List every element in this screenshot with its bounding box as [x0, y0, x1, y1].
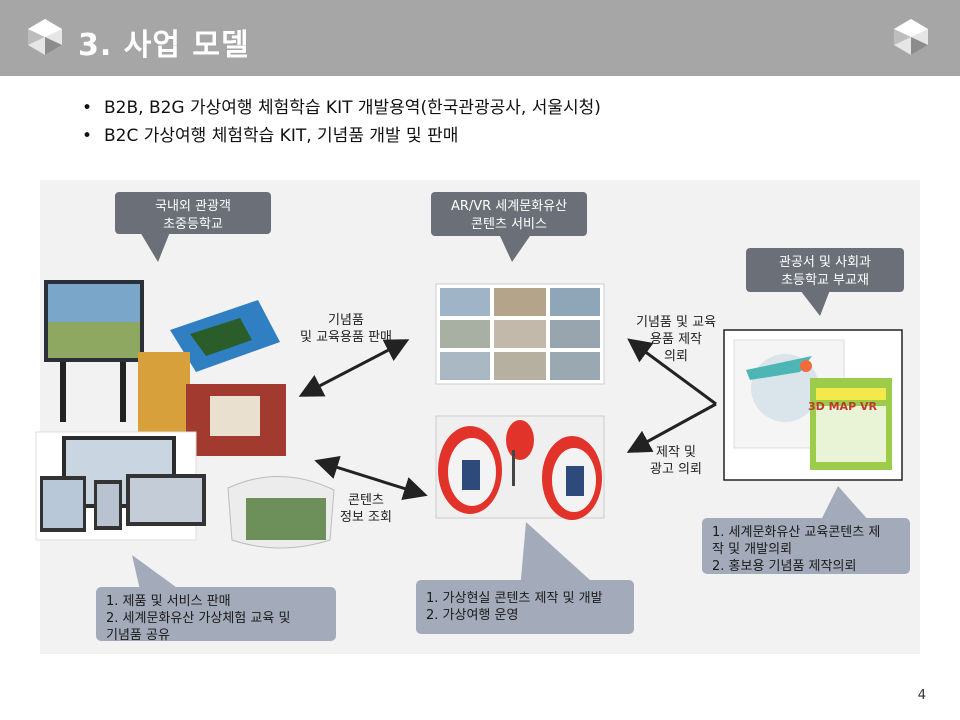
label-line: 및 교육용품 판매 — [300, 330, 392, 345]
callout-tail-public — [800, 290, 830, 316]
note-line: 2. 홍보용 기념품 제작의뢰 — [712, 559, 857, 574]
arrow-sell — [298, 339, 410, 397]
note-line: 기념품 공유 — [106, 628, 170, 643]
callout-line: 콘텐츠 서비스 — [471, 217, 547, 232]
note-line: 1. 제품 및 서비스 판매 — [106, 594, 231, 609]
label-line: 콘텐츠 — [348, 493, 384, 508]
note-right: 1. 세계문화유산 교육콘텐츠 제 작 및 개발의뢰 2. 홍보용 기념품 제작… — [702, 518, 910, 574]
callout-line: AR/VR 세계문화유산 — [450, 199, 568, 214]
note-line: 작 및 개발의뢰 — [712, 542, 793, 557]
note-left: 1. 제품 및 서비스 판매 2. 세계문화유산 가상체험 교육 및 기념품 공… — [96, 587, 336, 643]
bullet-item: B2C 가상여행 체험학습 KIT, 기념품 개발 및 판매 — [82, 122, 601, 150]
heritage-photo-grid-icon — [435, 283, 605, 385]
note-tail-center — [520, 522, 590, 590]
label-sell: 기념품 및 교육용품 판매 — [300, 312, 392, 346]
callout-line: 초중등학교 — [163, 217, 223, 232]
label-line: 광고 의뢰 — [650, 462, 702, 477]
label-line: 제작 및 — [655, 445, 696, 460]
bullet-item: B2B, B2G 가상여행 체험학습 KIT 개발용역(한국관광공사, 서울시청… — [82, 94, 601, 122]
bullet-list: B2B, B2G 가상여행 체험학습 KIT 개발용역(한국관광공사, 서울시청… — [82, 94, 601, 150]
callout-line: 초등학교 부교재 — [781, 273, 869, 288]
label-line: 기념품 및 교육 — [636, 315, 717, 330]
callout-line: 국내외 관광객 — [155, 199, 231, 214]
note-line: 2. 세계문화유산 가상체험 교육 및 — [106, 611, 291, 626]
gem-left-icon — [28, 19, 62, 55]
callout-public: 관공서 및 사회과 초등학교 부교재 — [746, 248, 904, 292]
gem-right-icon — [894, 19, 928, 55]
slide-header: 3. 사업 모델 — [0, 0, 960, 76]
page-number: 4 — [917, 688, 926, 703]
label-ad-request: 제작 및 광고 의뢰 — [650, 444, 702, 478]
note-tail-right — [820, 486, 870, 522]
arrow-ad-request — [626, 402, 717, 453]
note-tail-left — [132, 555, 180, 590]
callout-line: 관공서 및 사회과 — [779, 255, 871, 270]
note-center: 1. 가상현실 콘텐츠 제작 및 개발 2. 가상여행 운영 — [416, 580, 634, 634]
label-line: 정보 조회 — [340, 510, 392, 525]
textbook-cover-icon — [723, 329, 903, 481]
label-line: 용품 제작 — [650, 332, 702, 347]
callout-tail-service — [500, 236, 530, 262]
vr-experience-photo-icon — [435, 415, 605, 520]
note-line: 1. 세계문화유산 교육콘텐츠 제 — [712, 525, 881, 540]
note-line: 1. 가상현실 콘텐츠 제작 및 개발 — [426, 591, 603, 606]
arrow-produce-request — [627, 338, 717, 406]
note-line: 2. 가상여행 운영 — [426, 608, 519, 623]
label-line: 의뢰 — [664, 349, 688, 364]
callout-customers: 국내외 관광객 초중등학교 — [115, 192, 271, 234]
slide-title: 3. 사업 모델 — [78, 28, 250, 63]
callout-service: AR/VR 세계문화유산 콘텐츠 서비스 — [431, 192, 587, 236]
arrow-lookup — [314, 455, 428, 501]
label-lookup: 콘텐츠 정보 조회 — [340, 492, 392, 526]
product-collage-icon — [35, 280, 335, 549]
label-produce-request: 기념품 및 교육 용품 제작 의뢰 — [636, 314, 716, 365]
callout-tail-customers — [140, 232, 170, 262]
label-line: 기념품 — [328, 313, 364, 328]
textbook-badge: 3D MAP VR — [808, 400, 877, 413]
